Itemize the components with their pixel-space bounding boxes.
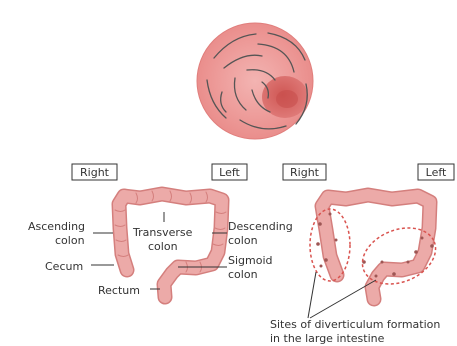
left-label-2: Left <box>426 166 447 179</box>
sites-caption-line1: Sites of diverticulum formation <box>270 318 440 331</box>
transverse-colon-label-line2: colon <box>148 240 178 253</box>
intestine-cross-section <box>197 23 313 139</box>
ascending-colon-label-line2: colon <box>55 234 85 247</box>
left-label: Left <box>219 166 240 179</box>
cecum-label: Cecum <box>45 260 83 273</box>
right-label-2: Right <box>290 166 320 179</box>
descending-colon-label-line2: colon <box>228 234 258 247</box>
colon-anatomy: Right Left Ascending colon Transverse co… <box>28 164 293 297</box>
descending-colon-label-line1: Descending <box>228 220 293 233</box>
transverse-colon-label-line1: Transverse <box>132 226 193 239</box>
sigmoid-colon-label-line1: Sigmoid <box>228 254 273 267</box>
sigmoid-colon-label-line2: colon <box>228 268 258 281</box>
sites-caption-line2: in the large intestine <box>270 332 385 345</box>
rectum-label: Rectum <box>98 284 140 297</box>
right-label: Right <box>80 166 110 179</box>
ascending-colon-label-line1: Ascending <box>28 220 85 233</box>
colon-diverticula: Right Left Sites of diverticulum formati… <box>270 164 454 345</box>
